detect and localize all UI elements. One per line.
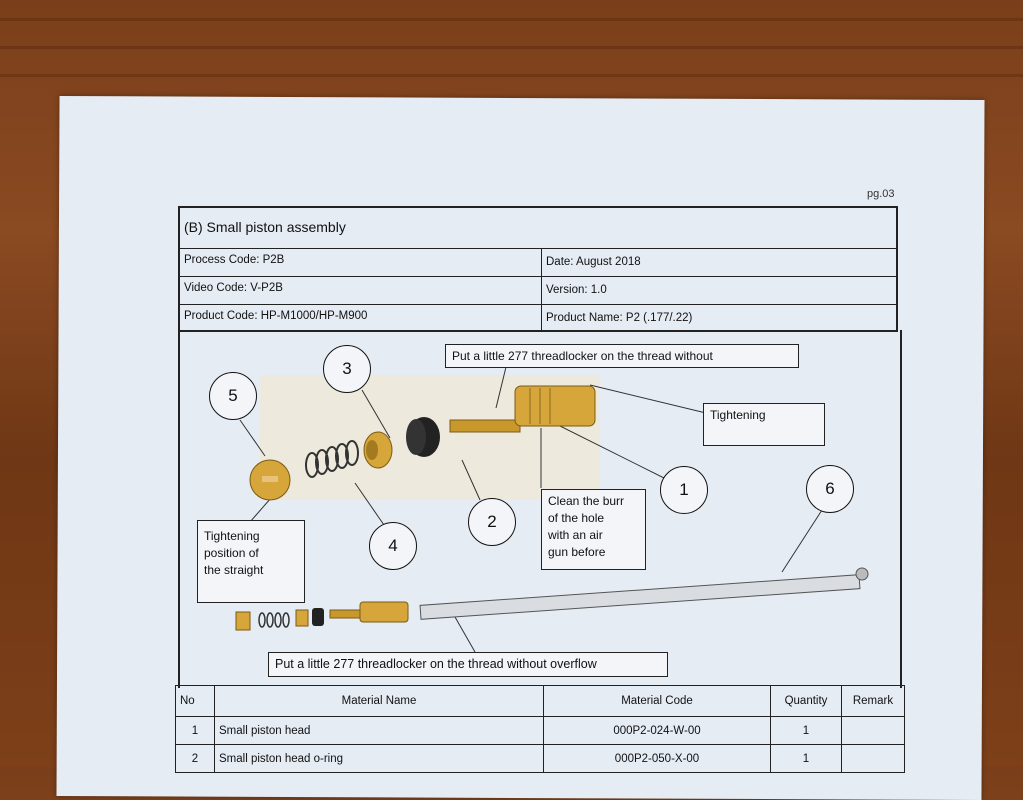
row-no: 2 <box>175 744 215 773</box>
row-material-code: 000P2-050-X-00 <box>543 744 771 773</box>
row-quantity: 1 <box>770 716 842 745</box>
callout-4: 4 <box>369 522 417 570</box>
callout-6: 6 <box>806 465 854 513</box>
header-row-2: Video Code: V-P2B Version: 1.0 <box>180 276 896 305</box>
callout-5: 5 <box>209 372 257 420</box>
page-number: pg.03 <box>867 188 895 200</box>
materials-header-row: No Material Name Material Code Quantity … <box>175 685 905 717</box>
date: Date: August 2018 <box>541 248 641 276</box>
tightening-position-note: Tightening position of the straight <box>197 520 305 603</box>
process-code: Process Code: P2B <box>184 254 285 266</box>
assembled-rod <box>235 567 869 631</box>
assembly-diagram <box>178 330 902 688</box>
table-row: 2 Small piston head o-ring 000P2-050-X-0… <box>175 744 905 773</box>
clean-burr-note: Clean the burr of the hole with an air g… <box>541 489 646 570</box>
brass-cap <box>249 459 291 501</box>
spring <box>305 440 359 478</box>
version: Version: 1.0 <box>541 276 607 304</box>
row-no: 1 <box>175 716 215 745</box>
col-remark: Remark <box>841 685 905 717</box>
brass-piston-body <box>449 385 596 433</box>
leader-lines <box>239 366 823 653</box>
materials-table: No Material Name Material Code Quantity … <box>175 685 905 773</box>
video-code: Video Code: V-P2B <box>184 282 283 294</box>
brass-bushing <box>363 431 393 469</box>
col-no: No <box>175 685 215 717</box>
row-remark <box>841 716 905 745</box>
clean-burr-line-1: Clean the burr <box>548 494 625 508</box>
callout-1: 1 <box>660 466 708 514</box>
row-remark <box>841 744 905 773</box>
table-row: 1 Small piston head 000P2-024-W-00 1 <box>175 716 905 745</box>
clean-burr-line-2: of the hole <box>548 511 605 525</box>
header-row-3: Product Code: HP-M1000/HP-M900 Product N… <box>180 304 896 332</box>
row-material-code: 000P2-024-W-00 <box>543 716 771 745</box>
header-row-1: Process Code: P2B Date: August 2018 <box>180 248 896 277</box>
row-material-name: Small piston head <box>214 716 544 745</box>
row-material-name: Small piston head o-ring <box>214 744 544 773</box>
page-title: (B) Small piston assembly <box>180 208 896 249</box>
callout-2: 2 <box>468 498 516 546</box>
parts-illustration <box>235 366 869 653</box>
product-name: Product Name: P2 (.177/.22) <box>541 304 692 332</box>
o-ring <box>406 417 440 457</box>
tightening-note: Tightening <box>703 403 825 446</box>
col-material-code: Material Code <box>543 685 771 717</box>
row-quantity: 1 <box>770 744 842 773</box>
position-line-2: position of <box>204 546 259 560</box>
position-line-1: Tightening <box>204 529 260 543</box>
col-quantity: Quantity <box>770 685 842 717</box>
position-line-3: the straight <box>204 563 264 577</box>
product-code: Product Code: HP-M1000/HP-M900 <box>184 310 368 322</box>
clean-burr-line-4: gun before <box>548 545 606 559</box>
threadlocker-note-top: Put a little 277 threadlocker on the thr… <box>445 344 799 368</box>
threadlocker-note-bottom: Put a little 277 threadlocker on the thr… <box>268 652 668 677</box>
header-table: (B) Small piston assembly Process Code: … <box>178 206 898 332</box>
clean-burr-line-3: with an air <box>548 528 603 542</box>
col-material-name: Material Name <box>214 685 544 717</box>
callout-3: 3 <box>323 345 371 393</box>
